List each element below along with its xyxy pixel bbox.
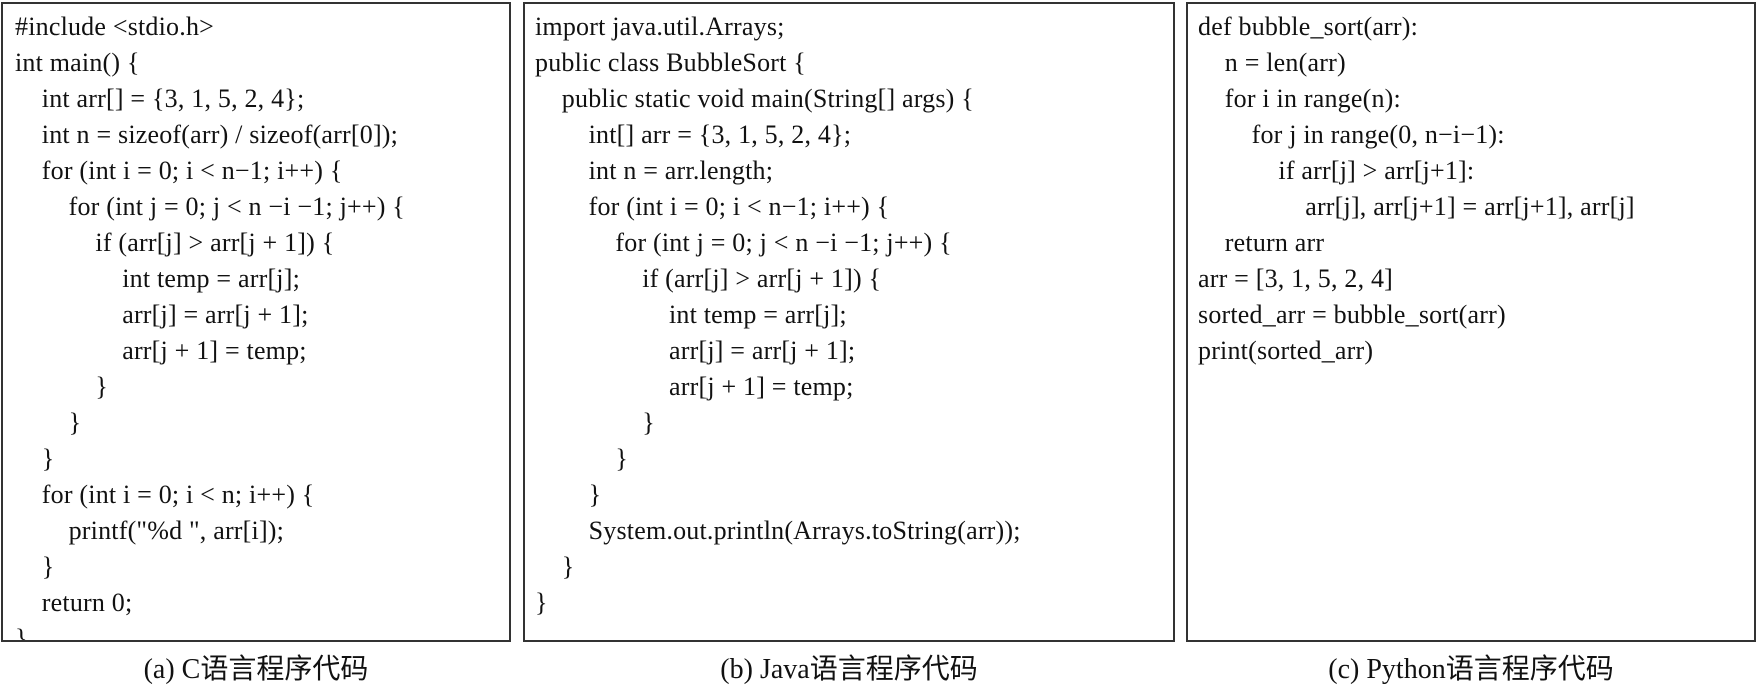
code-line: for (int i = 0; i < n; i++) {: [15, 480, 315, 509]
code-line: print(sorted_arr): [1198, 336, 1374, 365]
code-line: System.out.println(Arrays.toString(arr))…: [535, 516, 1021, 545]
code-line: for j in range(0, n−i−1):: [1198, 120, 1505, 149]
c-code-block: #include <stdio.h> int main() { int arr[…: [3, 9, 509, 642]
java-code-panel: import java.util.Arrays; public class Bu…: [523, 2, 1175, 642]
code-line: int n = sizeof(arr) / sizeof(arr[0]);: [15, 120, 399, 149]
code-line: arr[j] = arr[j + 1];: [535, 336, 856, 365]
code-line: return 0;: [15, 588, 133, 617]
code-line: for (int j = 0; j < n −i −1; j++) {: [535, 228, 952, 257]
code-line: arr[j + 1] = temp;: [535, 372, 854, 401]
code-line: int arr[] = {3, 1, 5, 2, 4};: [15, 84, 305, 113]
code-line: }: [15, 444, 55, 473]
code-line: #include <stdio.h>: [15, 12, 215, 41]
code-line: int temp = arr[j];: [15, 264, 301, 293]
code-line: }: [535, 480, 602, 509]
code-line: if (arr[j] > arr[j + 1]) {: [15, 228, 335, 257]
code-line: }: [15, 372, 109, 401]
code-line: }: [535, 444, 629, 473]
code-line: def bubble_sort(arr):: [1198, 12, 1419, 41]
code-line: }: [535, 552, 575, 581]
code-line: for (int i = 0; i < n−1; i++) {: [15, 156, 343, 185]
code-line: return arr: [1198, 228, 1325, 257]
code-line: arr[j] = arr[j + 1];: [15, 300, 309, 329]
code-line: if (arr[j] > arr[j + 1]) {: [535, 264, 882, 293]
code-line: int temp = arr[j];: [535, 300, 847, 329]
code-line: sorted_arr = bubble_sort(arr): [1198, 300, 1506, 329]
c-code-caption: (a) C语言程序代码: [143, 654, 369, 685]
java-code-caption: (b) Java语言程序代码: [720, 654, 978, 685]
code-line: public class BubbleSort {: [535, 48, 806, 77]
code-line: int[] arr = {3, 1, 5, 2, 4};: [535, 120, 852, 149]
code-line: int n = arr.length;: [535, 156, 774, 185]
code-line: for i in range(n):: [1198, 84, 1401, 113]
code-line: printf("%d ", arr[i]);: [15, 516, 285, 545]
code-line: }: [535, 408, 655, 437]
python-code-panel: def bubble_sort(arr): n = len(arr) for i…: [1186, 2, 1756, 642]
code-line: arr = [3, 1, 5, 2, 4]: [1198, 264, 1394, 293]
code-line: }: [15, 408, 82, 437]
c-code-panel: #include <stdio.h> int main() { int arr[…: [1, 2, 511, 642]
code-line: public static void main(String[] args) {: [535, 84, 974, 113]
code-line: arr[j], arr[j+1] = arr[j+1], arr[j]: [1198, 192, 1635, 221]
python-code-block: def bubble_sort(arr): n = len(arr) for i…: [1188, 9, 1754, 369]
code-line: if arr[j] > arr[j+1]:: [1198, 156, 1475, 185]
code-line: int main() {: [15, 48, 140, 77]
java-code-block: import java.util.Arrays; public class Bu…: [525, 9, 1173, 621]
code-line: }: [15, 552, 55, 581]
code-line: }: [535, 588, 548, 617]
code-line: }: [15, 624, 28, 642]
python-code-caption: (c) Python语言程序代码: [1328, 654, 1614, 685]
code-line: n = len(arr): [1198, 48, 1346, 77]
code-line: arr[j + 1] = temp;: [15, 336, 307, 365]
code-line: for (int j = 0; j < n −i −1; j++) {: [15, 192, 405, 221]
code-line: import java.util.Arrays;: [535, 12, 785, 41]
code-line: for (int i = 0; i < n−1; i++) {: [535, 192, 890, 221]
